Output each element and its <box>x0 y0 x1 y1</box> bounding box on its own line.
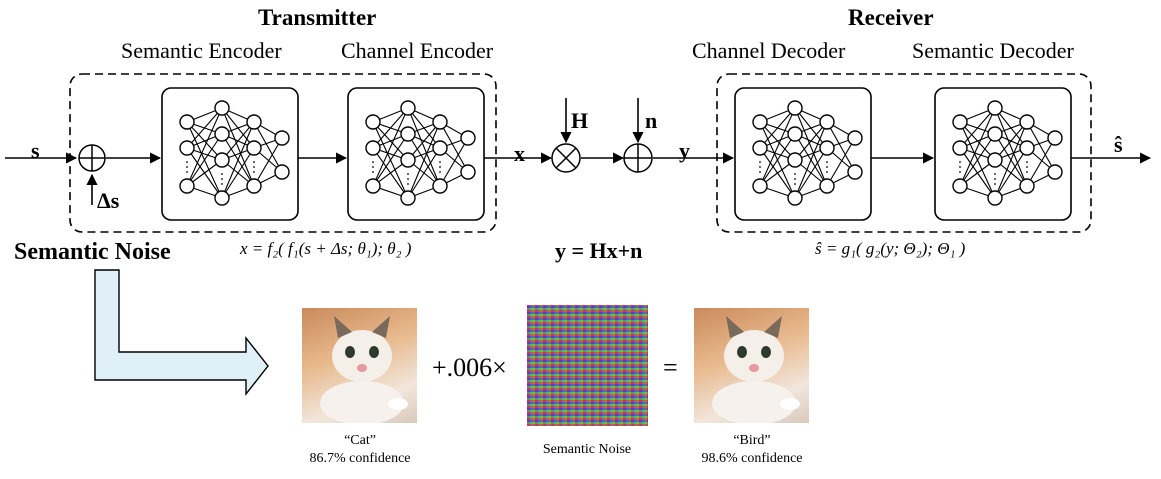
noise-caption: Semantic Noise <box>542 442 632 457</box>
signal-s-label: s <box>31 138 40 163</box>
bird-caption-confidence: 98.6% confidence <box>701 450 803 466</box>
cat-caption-confidence: 86.7% confidence <box>309 450 411 466</box>
channel-decoder-label: Channel Decoder <box>692 38 846 63</box>
channel-encoder-block <box>347 87 485 221</box>
semantic-encoder-label: Semantic Encoder <box>121 38 282 63</box>
equals-sign: = <box>663 353 678 382</box>
receiver-boundary <box>716 73 1092 233</box>
channel-encoder-label: Channel Encoder <box>341 38 494 63</box>
cat-caption: “Cat” 86.7% confidence <box>290 432 430 467</box>
semantic-noise-flow-arrow <box>94 269 269 397</box>
multiplier-text: +.006× <box>432 353 507 382</box>
semantic-noise-label: Semantic Noise <box>14 239 171 265</box>
channel-equation: y = Hx+n <box>555 238 643 263</box>
cat-image <box>302 308 417 423</box>
channel-decoder-block <box>734 87 872 221</box>
transmitter-title: Transmitter <box>258 5 377 30</box>
semantic-noise-image <box>527 305 648 426</box>
signal-H-label: H <box>571 108 589 133</box>
receiver-equation: ŝ = g₁( g₂(y; Θ₂); Θ₁ ) <box>815 239 966 258</box>
receiver-title: Receiver <box>848 5 934 30</box>
transmitter-equation: x = f₂( f₁(s + Δs; θ₁); θ₂ ) <box>240 239 412 258</box>
signal-n-label: n <box>645 108 658 133</box>
signal-delta-s-label: Δs <box>97 188 120 213</box>
semantic-decoder-label: Semantic Decoder <box>912 38 1074 63</box>
bird-caption-label: “Bird” <box>733 433 771 448</box>
signal-x-label: x <box>514 141 525 166</box>
adder-icon <box>78 144 106 172</box>
bird-caption: “Bird” 98.6% confidence <box>682 432 822 467</box>
noise-adder-icon <box>623 143 653 173</box>
semantic-decoder-block <box>934 87 1072 221</box>
perturbed-cat-image <box>694 308 809 423</box>
transmitter-boundary <box>69 73 497 233</box>
signal-y-label: y <box>679 138 690 163</box>
signal-s-hat-label: ŝ <box>1114 132 1123 157</box>
multiplier-icon <box>551 143 581 173</box>
semantic-encoder-block <box>161 87 299 221</box>
cat-caption-label: “Cat” <box>344 433 376 448</box>
